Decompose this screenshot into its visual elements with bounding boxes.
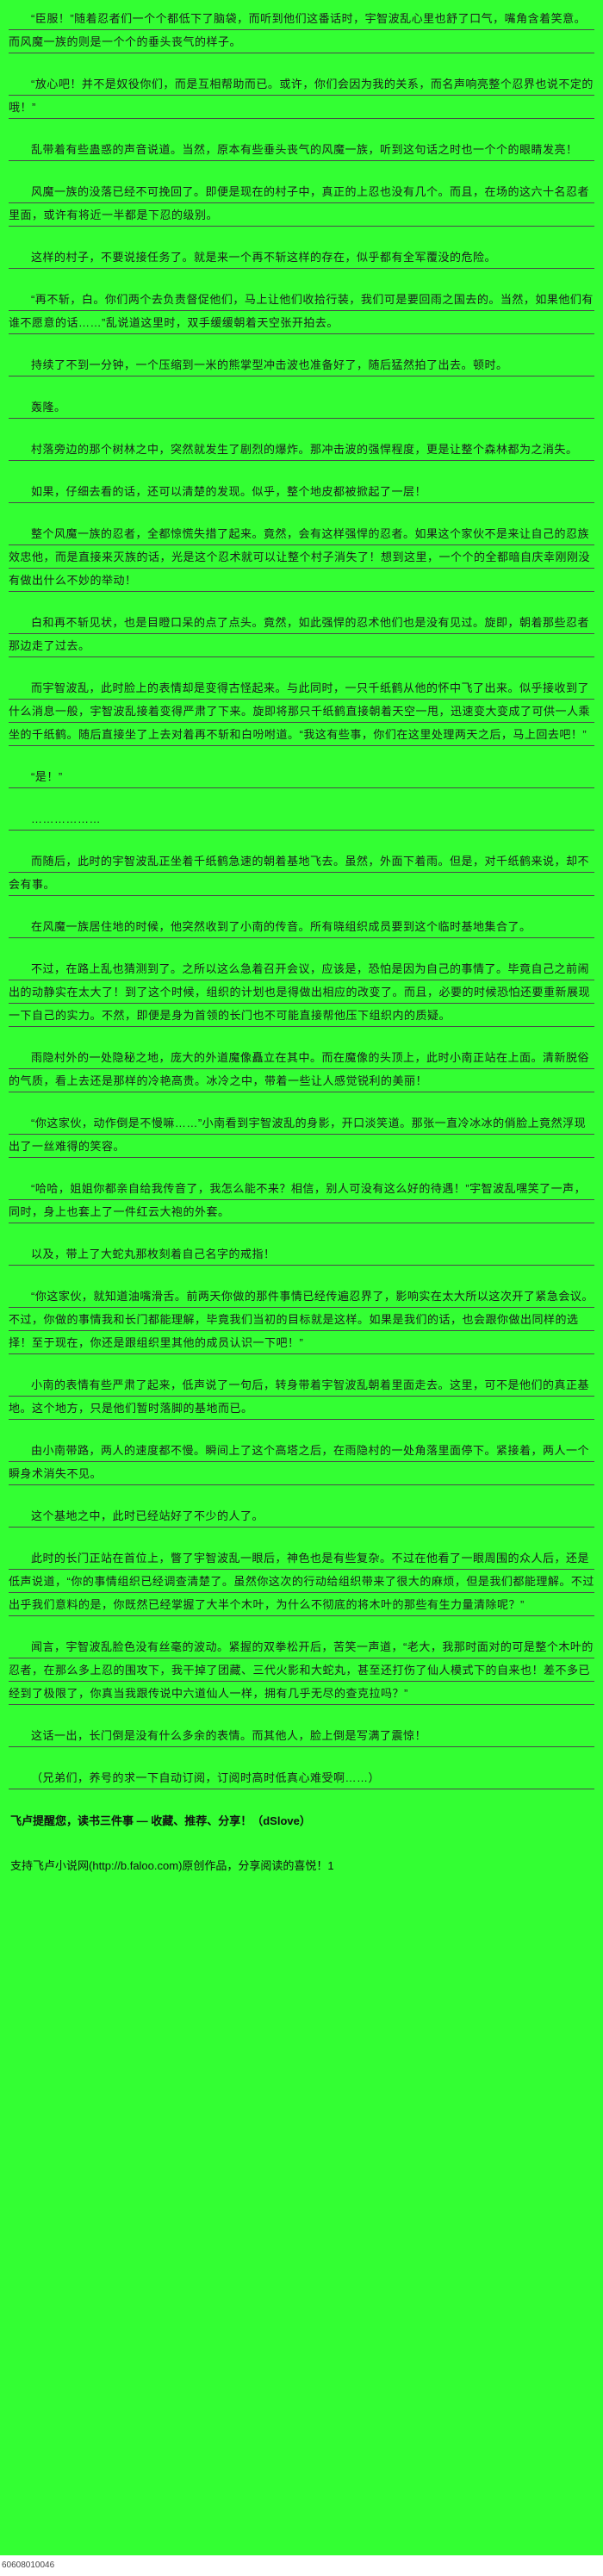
support-text-suffix: )原创作品，分享阅读的喜悦！1 xyxy=(178,1859,334,1872)
paragraph: 而随后，此时的宇智波乱正坐着千纸鹤急速的朝着基地飞去。虽然，外面下着雨。但是，对… xyxy=(9,849,594,896)
paragraph: 雨隐村外的一处隐秘之地，庞大的外道魔像矗立在其中。而在魔像的头顶上，此时小南正站… xyxy=(9,1046,594,1092)
bottom-bar: 60608010046 xyxy=(0,2555,603,2576)
paragraph: 白和再不斩见状，也是目瞪口呆的点了点头。竟然，如此强悍的忍术他们也是没有见过。旋… xyxy=(9,611,594,657)
paragraph: “是！” xyxy=(9,765,594,788)
paragraph: 持续了不到一分钟，一个压缩到一米的熊掌型冲击波也准备好了，随后猛然拍了出去。顿时… xyxy=(9,353,594,376)
paragraph: “臣服！”随着忍者们一个个都低下了脑袋，而听到他们这番话时，宇智波乱心里也舒了口… xyxy=(9,7,594,53)
faloo-support-line: 支持飞卢小说网(http://b.faloo.com)原创作品，分享阅读的喜悦！… xyxy=(9,1857,594,1876)
paragraph: “再不斩，白。你们两个去负责督促他们，马上让他们收拾行装，我们可是要回雨之国去的… xyxy=(9,288,594,334)
paragraph: 在风魔一族居住地的时候，他突然收到了小南的传音。所有晓组织成员要到这个临时基地集… xyxy=(9,915,594,938)
paragraph: 这话一出，长门倒是没有什么多余的表情。而其他人，脸上倒是写满了震惊！ xyxy=(9,1724,594,1747)
paragraph: 由小南带路，两人的速度都不慢。瞬间上了这个高塔之后，在雨隐村的一处角落里面停下。… xyxy=(9,1439,594,1485)
paragraph: “放心吧！并不是奴役你们，而是互相帮助而已。或许，你们会因为我的关系，而名声响亮… xyxy=(9,72,594,119)
paragraph: 小南的表情有些严肃了起来，低声说了一句后，转身带着宇智波乱朝着里面走去。这里，可… xyxy=(9,1373,594,1420)
paragraph: 整个风魔一族的忍者，全都惊慌失措了起来。竟然，会有这样强悍的忍者。如果这个家伙不… xyxy=(9,522,594,592)
paragraph: 这个基地之中，此时已经站好了不少的人了。 xyxy=(9,1504,594,1528)
support-text-prefix: 支持飞卢小说网( xyxy=(10,1859,93,1872)
faloo-link[interactable]: http://b.faloo.com xyxy=(92,1859,179,1872)
page-code: 60608010046 xyxy=(2,2560,55,2570)
author-note-paragraph: （兄弟们，养号的求一下自动订阅，订阅时高时低真心难受啊……） xyxy=(9,1766,594,1789)
paragraph: 乱带着有些蛊惑的声音说道。当然，原本有些垂头丧气的风魔一族，听到这句话之时也一个… xyxy=(9,138,594,161)
paragraph: “哈哈，姐姐你都亲自给我传音了，我怎么能不来？相信，别人可没有这么好的待遇！”宇… xyxy=(9,1177,594,1223)
paragraph: 风魔一族的没落已经不可挽回了。即便是现在的村子中，真正的上忍也没有几个。而且，在… xyxy=(9,180,594,227)
paragraph: 此时的长门正站在首位上，瞥了宇智波乱一眼后，神色也是有些复杂。不过在他看了一眼周… xyxy=(9,1546,594,1616)
paragraph: 如果，仔细去看的话，还可以清楚的发现。似乎，整个地皮都被掀起了一层！ xyxy=(9,480,594,503)
paragraph: “你这家伙，就知道油嘴滑舌。前两天你做的那件事情已经传遍忍界了，影响实在太大所以… xyxy=(9,1285,594,1354)
paragraph: 而宇智波乱，此时脸上的表情却是变得古怪起来。与此同时，一只千纸鹤从他的怀中飞了出… xyxy=(9,676,594,746)
paragraph: 闻言，宇智波乱脸色没有丝毫的波动。紧握的双拳松开后，苦笑一声道，“老大，我那时面… xyxy=(9,1635,594,1705)
paragraph: 轰隆。 xyxy=(9,395,594,419)
paragraph: 以及，带上了大蛇丸那枚刻着自己名字的戒指！ xyxy=(9,1242,594,1266)
paragraph: ……………… xyxy=(9,807,594,831)
paragraph: 不过，在路上乱也猜测到了。之所以这么急着召开会议，应该是，恐怕是因为自己的事情了… xyxy=(9,957,594,1027)
faloo-reminder-text: 飞卢提醒您，读书三件事 — 收藏、推荐、分享！（dSlove） xyxy=(10,1814,311,1827)
paragraph: 村落旁边的那个树林之中，突然就发生了剧烈的爆炸。那冲击波的强悍程度，更是让整个森… xyxy=(9,438,594,461)
paragraph: 这样的村子，不要说接任务了。就是来一个再不斩这样的存在，似乎都有全军覆没的危险。 xyxy=(9,246,594,269)
paragraph: “你这家伙，动作倒是不慢嘛……”小南看到宇智波乱的身影，开口淡笑道。那张一直冷冰… xyxy=(9,1111,594,1158)
